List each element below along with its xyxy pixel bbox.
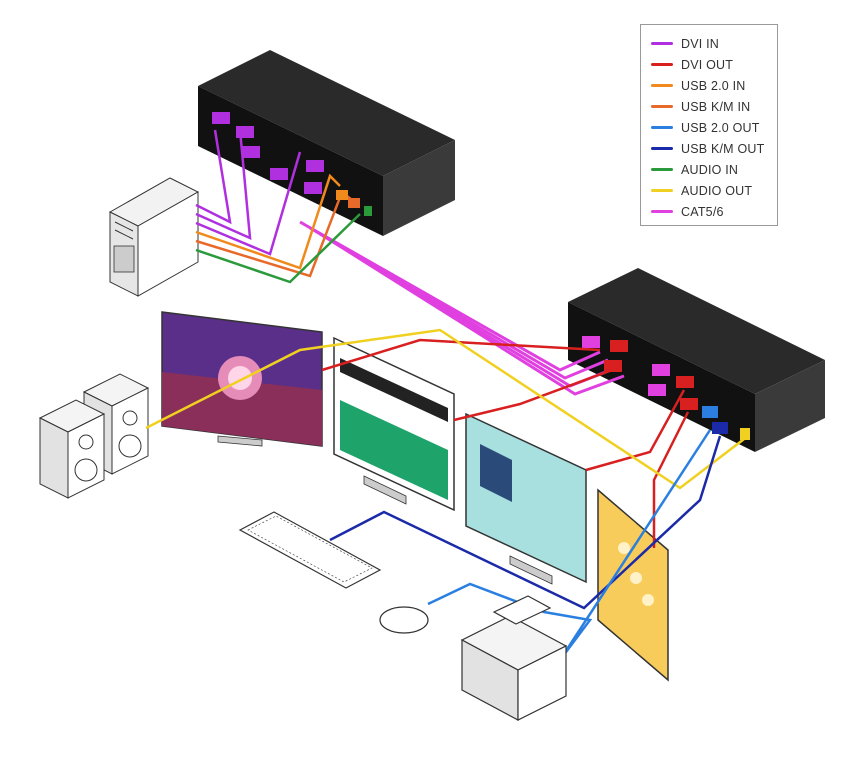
local-kvm-unit	[198, 50, 455, 236]
legend-item: USB K/M IN	[651, 96, 777, 117]
legend-item: DVI IN	[651, 33, 777, 54]
legend-swatch	[651, 84, 673, 87]
printer	[460, 595, 568, 722]
remote-connectors	[582, 336, 750, 440]
legend-label: AUDIO IN	[681, 162, 739, 177]
cable-legend: DVI IN DVI OUT USB 2.0 IN USB K/M IN USB 2.0…	[640, 24, 778, 226]
legend-item: AUDIO IN	[651, 159, 777, 180]
legend-swatch	[651, 189, 673, 192]
legend-item: USB 2.0 OUT	[651, 117, 777, 138]
legend-item: CAT5/6	[651, 201, 777, 222]
legend-label: DVI IN	[681, 36, 720, 51]
legend-swatch	[651, 168, 673, 171]
legend-label: USB 2.0 IN	[681, 78, 746, 93]
tower-computer	[108, 177, 200, 297]
legend-swatch	[651, 126, 673, 129]
legend-item: DVI OUT	[651, 54, 777, 75]
local-connectors	[212, 112, 372, 216]
legend-label: USB 2.0 OUT	[681, 120, 760, 135]
legend-swatch	[651, 42, 673, 45]
legend-label: USB K/M OUT	[681, 141, 765, 156]
legend-label: DVI OUT	[681, 57, 734, 72]
legend-label: CAT5/6	[681, 204, 724, 219]
legend-label: AUDIO OUT	[681, 183, 753, 198]
keyboard	[238, 511, 382, 589]
mouse	[379, 606, 429, 634]
output-cables	[145, 328, 749, 661]
legend-swatch	[651, 63, 673, 66]
legend-swatch	[651, 210, 673, 213]
monitor-webpage	[333, 336, 455, 512]
legend-item: USB 2.0 IN	[651, 75, 777, 96]
legend-swatch	[651, 147, 673, 150]
monitor-cyan	[465, 412, 587, 585]
legend-label: USB K/M IN	[681, 99, 751, 114]
legend-swatch	[651, 105, 673, 108]
legend-item: AUDIO OUT	[651, 180, 777, 201]
legend-item: USB K/M OUT	[651, 138, 777, 159]
speakers	[38, 373, 150, 499]
